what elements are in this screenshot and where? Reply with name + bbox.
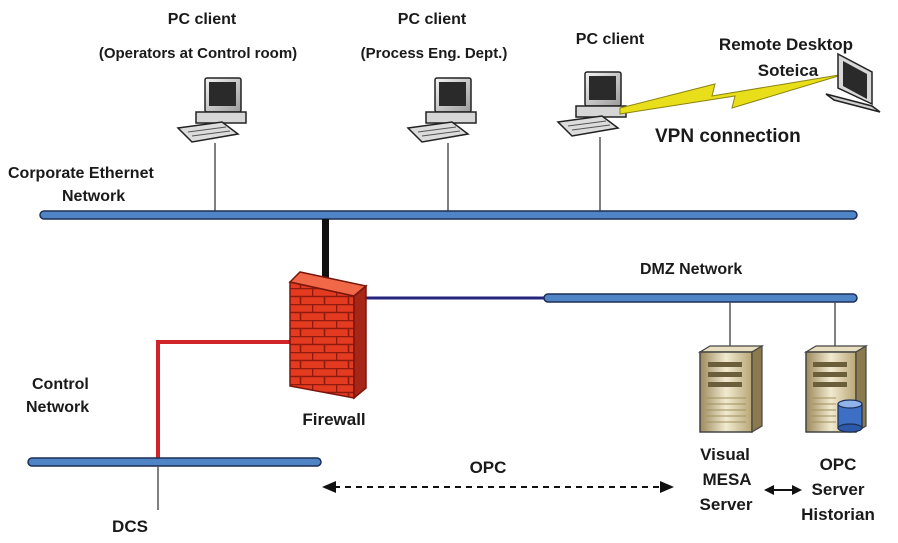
laptop-icon — [825, 52, 881, 113]
pc-vpn-title: PC client — [575, 31, 645, 48]
control-link-line — [156, 340, 290, 458]
firewall-uplink-line — [322, 219, 329, 284]
database-icon — [837, 399, 863, 433]
visual-mesa-label-line1: Visual — [700, 445, 750, 464]
server-link-arrow-right-icon — [792, 485, 802, 495]
control-network-label-line2: Network — [26, 399, 90, 416]
opc-arrow-left-icon — [322, 481, 336, 493]
vpn-connection-label: VPN connection — [655, 126, 801, 147]
visual-mesa-label-line3: Server — [699, 495, 753, 514]
pc-process-subtitle: (Process Eng. Dept.) — [360, 45, 508, 62]
corporate-network-bus — [39, 210, 858, 220]
pc-client-operators — [176, 77, 247, 143]
opc-server-label-line1: OPC — [819, 455, 857, 474]
visual-mesa-label-line2: MESA — [702, 470, 752, 489]
server-link-arrow-left-icon — [764, 485, 774, 495]
vpn-lightning-icon — [619, 73, 846, 115]
pc-operators-subtitle: (Operators at Control room) — [98, 45, 298, 62]
opc-arrow-right-icon — [660, 481, 674, 493]
desktop-pc-icon — [176, 77, 247, 143]
tower-server-icon — [697, 344, 765, 434]
opc-server-label-line2: Server — [811, 480, 865, 499]
control-network-bus — [27, 457, 322, 467]
corporate-network-label-line1: Corporate Ethernet — [8, 165, 154, 182]
corporate-network-label-line2: Network — [62, 188, 126, 205]
brick-firewall-icon — [288, 271, 368, 400]
pc-client-vpn — [556, 71, 627, 137]
pc-process-title: PC client — [397, 11, 467, 28]
desktop-pc-icon — [556, 71, 627, 137]
pc-operators-title: PC client — [167, 11, 237, 28]
desktop-pc-icon — [406, 77, 477, 143]
firewall-label: Firewall — [302, 410, 366, 429]
opc-link-label: OPC — [469, 458, 507, 477]
tower-server-database-icon — [803, 344, 869, 434]
dmz-network-bus — [543, 293, 858, 303]
remote-desktop-label: Remote Desktop — [718, 35, 854, 54]
dmz-network-label: DMZ Network — [640, 261, 743, 278]
remote-soteica-label: Soteica — [757, 61, 819, 80]
control-network-label-line1: Control — [32, 376, 89, 393]
opc-server-label-line3: Historian — [801, 505, 875, 524]
dcs-label: DCS — [112, 517, 148, 536]
pc-client-process-eng — [406, 77, 477, 143]
